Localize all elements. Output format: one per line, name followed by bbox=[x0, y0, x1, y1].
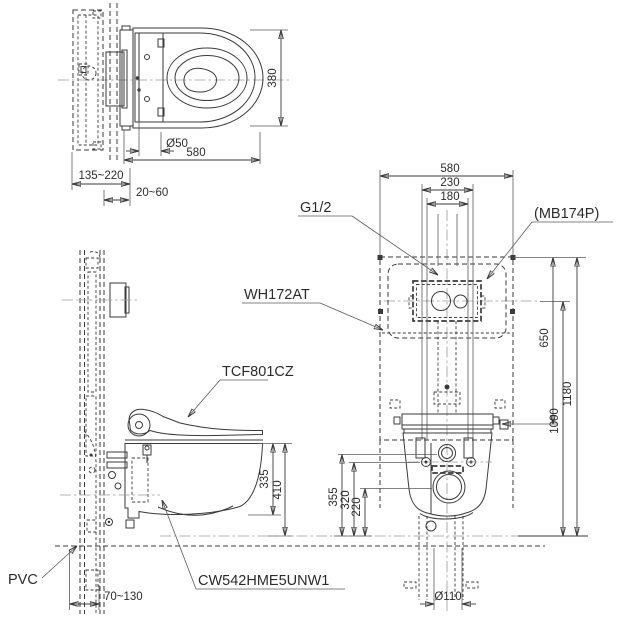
dim-plan-width: 580 bbox=[123, 130, 261, 164]
toilet-plan bbox=[119, 25, 264, 131]
dim-frame-depth: 135~220 bbox=[71, 152, 131, 206]
frame-profile-side bbox=[85, 251, 101, 591]
dim-text-135-220: 135~220 bbox=[78, 170, 123, 182]
dim-text-70-130: 70~130 bbox=[104, 591, 143, 603]
flush-plate-box bbox=[408, 280, 486, 322]
dim-seat-heights: 335 410 bbox=[248, 443, 293, 537]
bowl-front bbox=[402, 432, 493, 517]
dim-text-650: 650 bbox=[539, 328, 551, 347]
dim-wall-finish: 20~60 bbox=[103, 187, 168, 206]
dim-drain: Ø110 bbox=[420, 548, 476, 610]
plan-view: 380 Ø50 580 135~220 20~60 bbox=[58, 3, 292, 206]
dim-front-left-heights: 355 320 220 bbox=[328, 454, 437, 537]
dim-text-230: 230 bbox=[440, 177, 459, 189]
dim-text-220: 220 bbox=[351, 497, 363, 516]
label-mb174p: (MB174P) bbox=[534, 206, 599, 222]
toilet-front bbox=[393, 413, 509, 532]
frame-profile-top bbox=[72, 9, 104, 151]
dim-text-180: 180 bbox=[440, 191, 459, 203]
label-cw542: CW542HME5UNW1 bbox=[198, 573, 329, 589]
dim-front-top: 580 230 180 bbox=[379, 163, 514, 255]
flush-bellows bbox=[105, 49, 128, 109]
fill-valve bbox=[389, 384, 506, 409]
dim-text-355: 355 bbox=[328, 487, 340, 506]
dim-text-410: 410 bbox=[272, 480, 284, 499]
dim-text-o110: Ø110 bbox=[434, 591, 461, 603]
dim-text-580-plan: 580 bbox=[186, 147, 205, 159]
dim-text-o50: Ø50 bbox=[166, 138, 188, 150]
label-bowl: CW542HME5UNW1 bbox=[162, 500, 345, 590]
floor-pipes bbox=[403, 516, 479, 600]
dim-front-heights: 650 1000 1180 bbox=[502, 257, 586, 536]
toilet-side bbox=[60, 408, 264, 614]
dim-plan-hole: Ø50 bbox=[126, 122, 188, 156]
label-washlet: TCF801CZ bbox=[188, 364, 294, 417]
dim-text-380: 380 bbox=[267, 68, 279, 87]
dim-text-320: 320 bbox=[340, 490, 352, 509]
label-flush-plate: (MB174P) bbox=[487, 206, 613, 279]
label-g12: G1/2 bbox=[300, 200, 331, 216]
side-view: 335 410 70~130 TCF801CZ CW542HME5UNW1 PV… bbox=[8, 250, 345, 614]
label-pvc-text: PVC bbox=[8, 572, 38, 588]
dim-text-335: 335 bbox=[259, 469, 271, 488]
label-frame: WH172AT bbox=[242, 287, 383, 330]
supply-connection bbox=[62, 282, 140, 318]
water-surface bbox=[183, 67, 218, 93]
washlet-lid bbox=[128, 408, 263, 437]
dim-text-1000: 1000 bbox=[549, 408, 561, 434]
frame-front bbox=[377, 255, 516, 508]
label-tcf801cz: TCF801CZ bbox=[222, 364, 294, 380]
front-view: 580 230 180 650 1000 1180 355 bbox=[55, 163, 613, 614]
dim-plan-depth: 380 bbox=[250, 29, 288, 127]
dim-text-20-60: 20~60 bbox=[136, 187, 168, 199]
label-wh172at: WH172AT bbox=[244, 287, 310, 303]
dim-text-580-front: 580 bbox=[440, 163, 459, 175]
dim-pipe-offset: 70~130 bbox=[69, 550, 143, 610]
label-pvc: PVC bbox=[8, 546, 77, 588]
dim-text-1180: 1180 bbox=[562, 382, 574, 407]
label-supply-thread: G1/2 bbox=[298, 200, 438, 275]
